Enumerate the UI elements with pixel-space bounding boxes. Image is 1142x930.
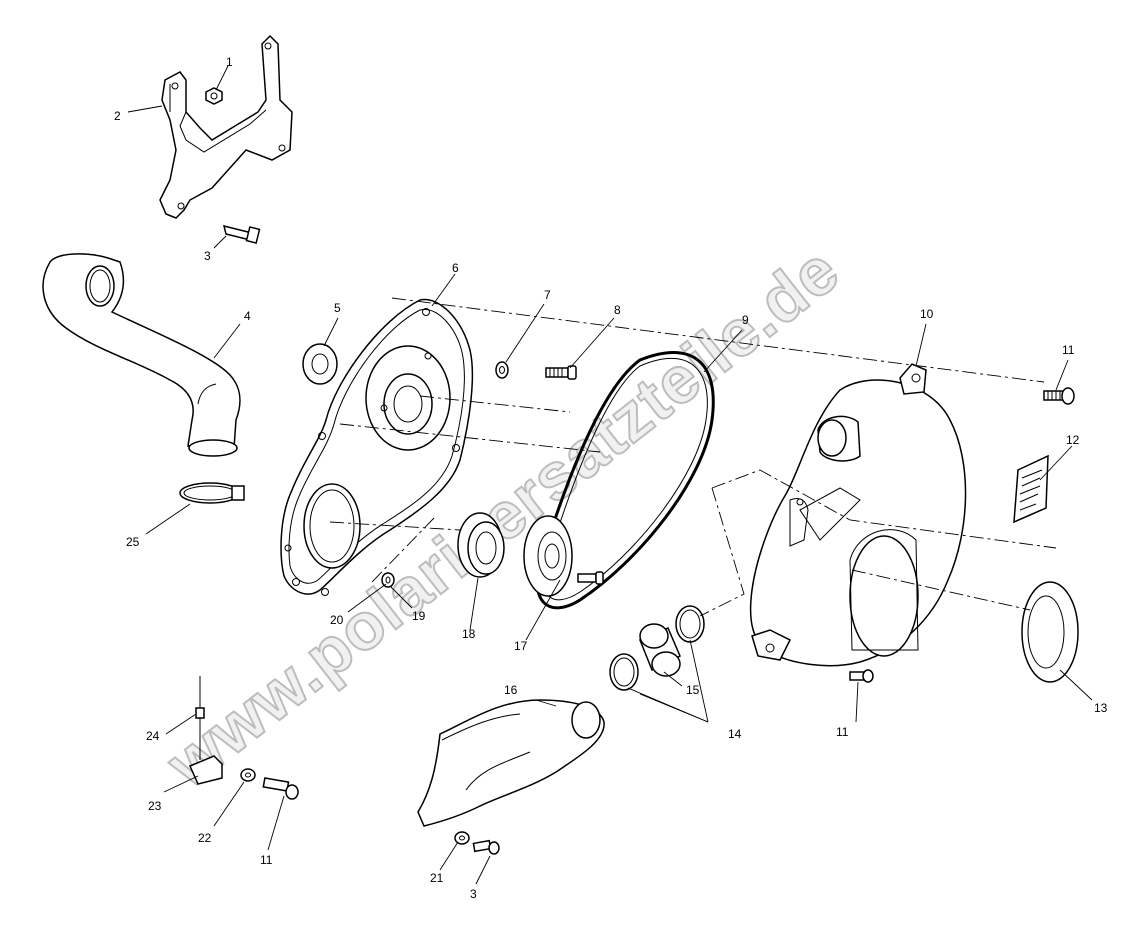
callout-17: 17 [514, 639, 528, 653]
cover-screw-lower-part [849, 669, 874, 683]
callout-3-top: 3 [204, 249, 211, 263]
callout-18: 18 [462, 627, 476, 641]
screw-part [545, 365, 577, 380]
callout-7: 7 [544, 288, 551, 302]
small-bracket-part [189, 676, 223, 785]
callout-4: 4 [244, 309, 251, 323]
bracket-part [159, 34, 293, 219]
callout-19: 19 [412, 609, 426, 623]
callout-24: 24 [146, 729, 160, 743]
oil-seal-part [457, 512, 505, 578]
callout-10: 10 [920, 307, 934, 321]
outlet-duct-part [417, 699, 605, 827]
decal-part [1013, 454, 1049, 524]
callout-labels: 1 2 3 4 5 6 7 8 9 10 11 12 13 14 15 16 1… [114, 55, 1108, 901]
outlet-washer-part [454, 831, 470, 845]
callout-1: 1 [226, 55, 233, 69]
callout-21: 21 [430, 871, 444, 885]
hose-clamp-part [179, 482, 245, 504]
callout-25: 25 [126, 535, 140, 549]
callout-23: 23 [148, 799, 162, 813]
callout-14: 14 [728, 727, 742, 741]
callout-11-lower: 11 [836, 725, 849, 739]
callout-5: 5 [334, 301, 341, 315]
callout-13: 13 [1094, 701, 1108, 715]
outlet-bolt-part [472, 839, 500, 855]
bolt-part [222, 224, 261, 244]
cover-screw-part [1043, 387, 1075, 405]
duct-clamp-part [609, 605, 705, 691]
inner-cover-part [280, 298, 474, 596]
small-washer-part [381, 572, 395, 588]
outer-cover-part [749, 363, 967, 667]
callout-15: 15 [686, 683, 700, 697]
callout-22: 22 [198, 831, 212, 845]
nut-part [205, 87, 223, 105]
coupler-part [639, 623, 681, 677]
intake-duct-part [42, 253, 241, 457]
washer-part [495, 361, 509, 379]
callout-3-bottom: 3 [470, 887, 477, 901]
callout-8: 8 [614, 303, 621, 317]
bracket-screw-part [262, 777, 299, 800]
callout-16: 16 [504, 683, 518, 697]
assembly-centerlines [329, 297, 1057, 617]
callout-12: 12 [1066, 433, 1080, 447]
bracket-washer-part [240, 768, 256, 782]
drive-belt-part [536, 351, 715, 610]
callout-20: 20 [330, 613, 344, 627]
callout-11-right: 11 [1062, 343, 1075, 357]
leader-lines [127, 65, 1093, 885]
bearing-plate-part [523, 515, 604, 597]
callout-11-left: 11 [260, 853, 273, 867]
callout-2: 2 [114, 109, 121, 123]
callout-6: 6 [452, 261, 459, 275]
seal-washer-part [302, 343, 338, 385]
gasket-ring-part [1021, 581, 1079, 683]
callout-9: 9 [742, 313, 749, 327]
